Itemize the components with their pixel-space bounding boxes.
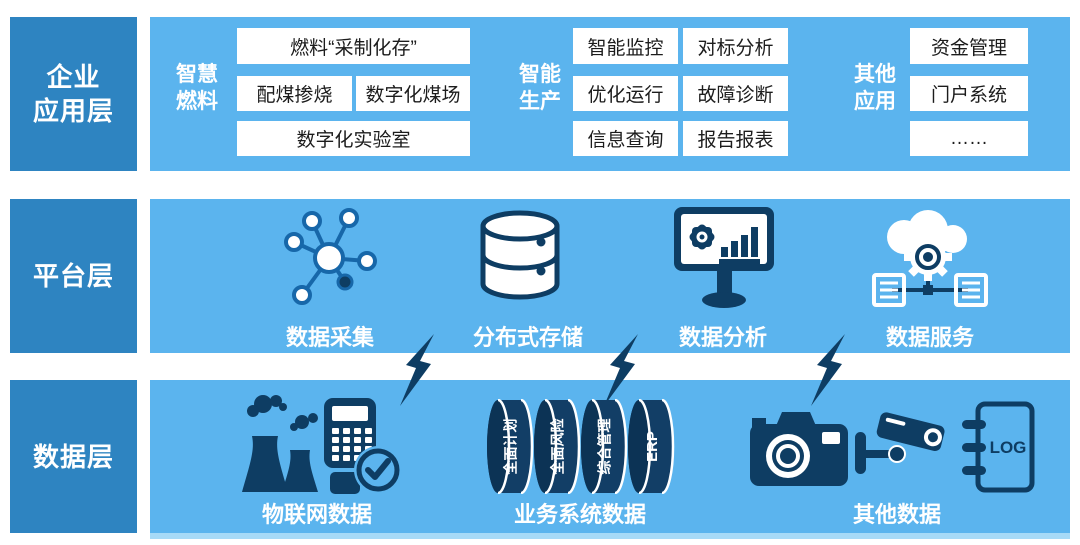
app-box-digital-coal-yard: 数字化煤场: [356, 76, 470, 111]
app-box-coal-blending: 配煤掺烧: [237, 76, 352, 111]
platform-item-label: 分布式存储: [472, 325, 583, 350]
data-item-label: 其他数据: [852, 502, 941, 527]
rail-data-layer: 数据层: [10, 380, 137, 533]
app-box-portal-system: 门户系统: [910, 76, 1028, 111]
app-box-smart-monitoring: 智能监控: [573, 28, 678, 64]
data-item-label: 物联网数据: [261, 502, 372, 527]
app-box-ellipsis: ……: [910, 121, 1028, 156]
cylinder-label: ERP: [644, 431, 661, 462]
database-icon: [480, 210, 560, 300]
cylinder-label: 全面计划: [503, 419, 519, 476]
cloud-gear-servers-icon: [872, 210, 988, 307]
app-box-digital-lab: 数字化实验室: [237, 121, 470, 156]
lightning-bolt-icon: [400, 334, 434, 406]
pos-device-check-icon: [324, 398, 402, 494]
app-box-fund-management: 资金管理: [910, 28, 1028, 64]
platform-item-label: 数据服务: [885, 325, 974, 350]
power-plant-icon: [242, 395, 318, 492]
app-box-reports: 报告报表: [683, 121, 788, 156]
platform-item-label: 数据采集: [285, 325, 374, 350]
app-box-info-query: 信息查询: [573, 121, 678, 156]
cylinder-label: 综合管理: [597, 419, 613, 475]
platform-item-label: 数据分析: [678, 325, 767, 350]
monitor-analytics-icon: [674, 207, 774, 308]
bottom-highlight-strip: [150, 533, 1070, 539]
network-nodes-icon: [284, 208, 377, 305]
app-box-optimized-operation: 优化运行: [573, 76, 678, 111]
cylinder-label: 全面风险: [550, 418, 566, 476]
app-box-benchmark-analysis: 对标分析: [683, 28, 788, 64]
cctv-camera-icon: [855, 412, 945, 474]
rail-app-layer: 企业 应用层: [10, 17, 137, 171]
app-box-fuel-ccsh: 燃料“采制化存”: [237, 28, 470, 64]
rail-data-layer-label: 数据层: [32, 441, 114, 472]
rail-app-layer-line2: 应用层: [32, 96, 114, 126]
log-text: LOG: [990, 438, 1027, 457]
app-box-fault-diagnosis: 故障诊断: [683, 76, 788, 111]
rail-platform-layer-label: 平台层: [32, 261, 114, 291]
group-label-other-apps: 其他 应用: [854, 63, 896, 113]
camera-icon: [750, 412, 848, 486]
group-label-smart-production: 智能 生产: [519, 63, 561, 113]
lightning-bolt-icon: [604, 334, 638, 406]
log-book-icon: LOG: [962, 401, 1035, 493]
rail-app-layer-line1: 企业: [46, 62, 101, 92]
lightning-bolt-icon: [811, 334, 845, 406]
group-label-smart-fuel: 智慧 燃料: [176, 63, 218, 113]
system-cylinders-icon: 全面计划 全面风险 综合管理 ERP: [487, 399, 675, 494]
rail-platform-layer: 平台层: [10, 199, 137, 353]
data-item-label: 业务系统数据: [513, 502, 646, 527]
